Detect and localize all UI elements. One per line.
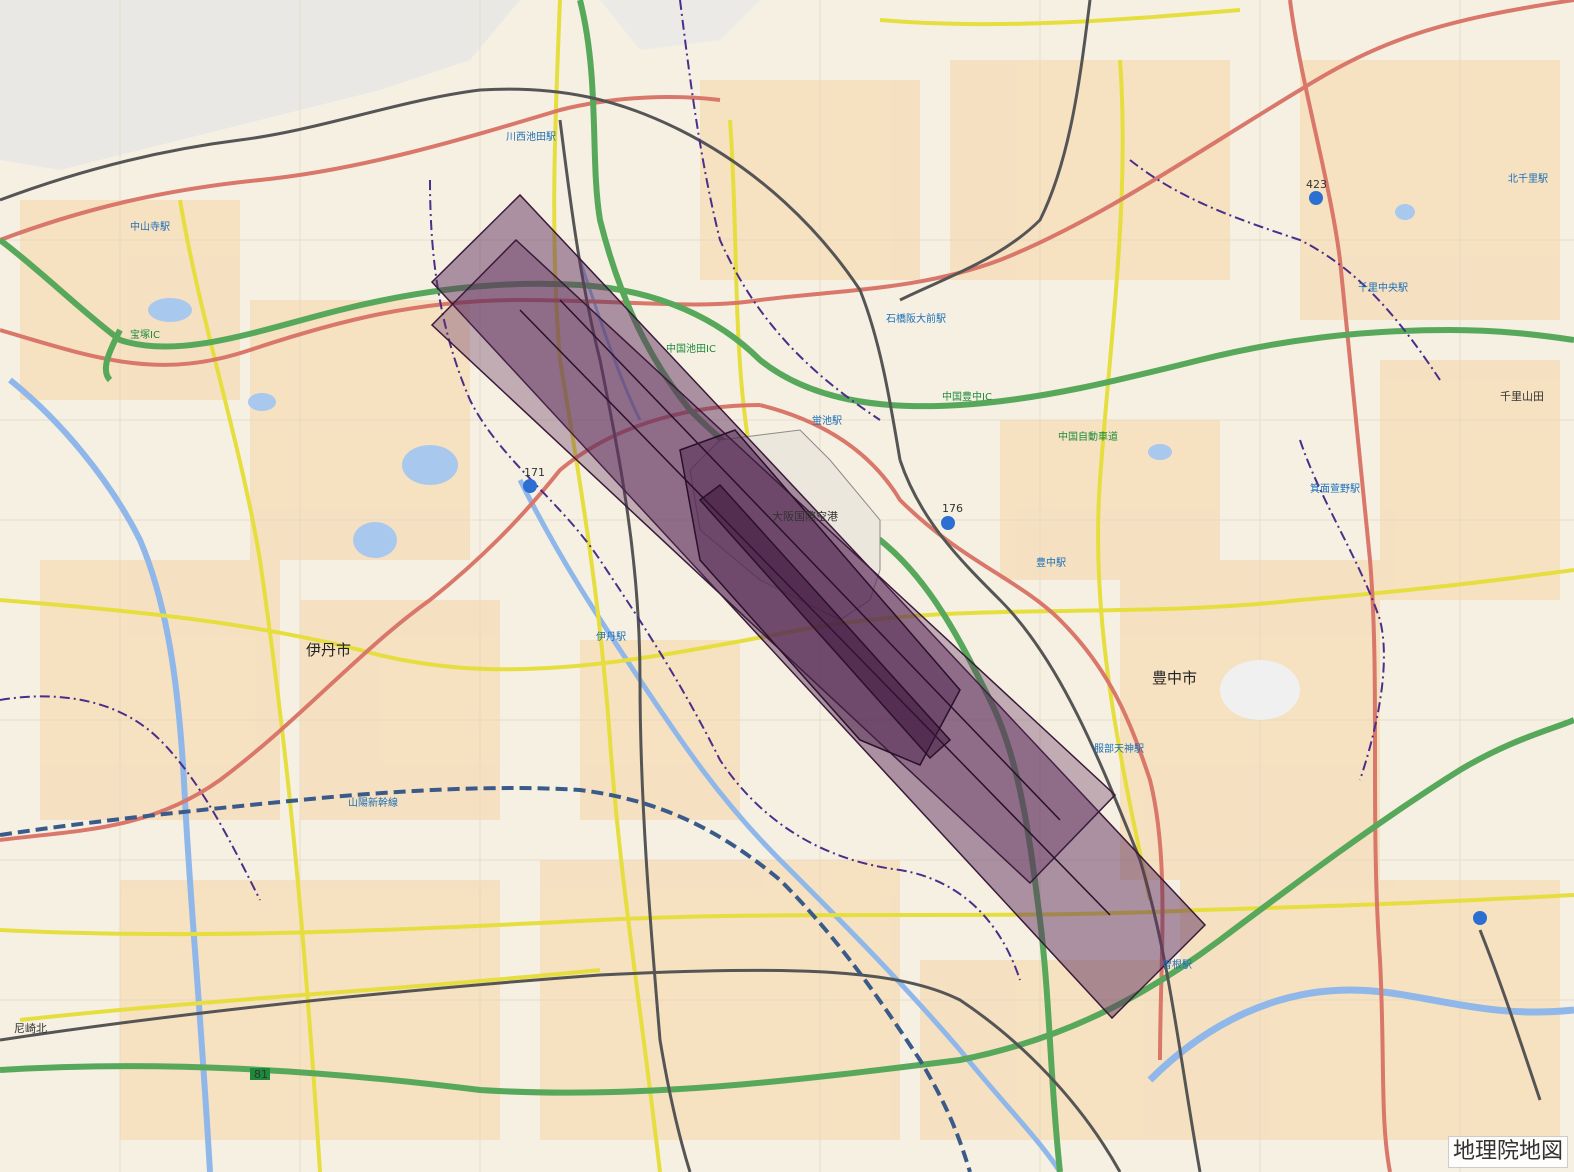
label-osaka-airport: 大阪国際空港: [772, 509, 838, 523]
label-sone-station: 曽根駅: [1162, 958, 1192, 971]
label-senri-yamada: 千里山田: [1500, 390, 1544, 403]
label-route-423: 423: [1306, 178, 1327, 191]
label-amagasaki-kita: 尼崎北: [14, 1021, 47, 1035]
ponds: [148, 204, 1415, 720]
label-ishibashi-handai-station: 石橋阪大前駅: [886, 312, 946, 325]
runway-strip: [698, 483, 952, 760]
label-route-81: 81: [254, 1068, 268, 1081]
label-route-176: 176: [942, 502, 963, 515]
railways: [0, 0, 1542, 1172]
mountain-area-right: [600, 0, 760, 50]
mountain-area: [0, 0, 520, 170]
label-toyonaka: 豊中市: [1152, 669, 1197, 687]
label-minoh-station: 箕面萱野駅: [1310, 482, 1360, 495]
label-chugoku-toyonaka-ic: 中国豊中IC: [942, 390, 992, 403]
label-nakayamadera-station: 中山寺駅: [130, 220, 170, 233]
label-takarazuka-ic: 宝塚IC: [130, 328, 160, 341]
label-hotarugaike-station: 蛍池駅: [812, 414, 842, 427]
route-shields: [250, 191, 1487, 1080]
map-labels: 伊丹市 豊中市 中国豊中IC 中国池田IC 中国自動車道 中山寺駅 千里中央駅 …: [14, 130, 1548, 1081]
label-chugoku-ikeda-ic: 中国池田IC: [666, 342, 716, 355]
runway-overlay: [430, 193, 1207, 1020]
label-route-171: 171: [524, 466, 545, 479]
label-chugoku-expressway: 中国自動車道: [1058, 430, 1118, 443]
label-itami-station: 伊丹駅: [596, 631, 626, 643]
map-attribution[interactable]: 地理院地図: [1447, 1136, 1568, 1168]
admin-boundaries: [0, 0, 1441, 981]
label-senri-chuo-station: 千里中央駅: [1358, 281, 1408, 294]
label-kawanishi-ikeda-station: 川西池田駅: [506, 130, 556, 143]
shinkansen-line: [0, 786, 972, 1172]
label-toyonaka-station: 豊中駅: [1036, 556, 1066, 569]
label-sanyo-shinkansen: 山陽新幹線: [348, 796, 398, 809]
label-itami: 伊丹市: [306, 641, 351, 659]
label-kita-senri-station: 北千里駅: [1508, 173, 1548, 185]
runway-centerline-b: [559, 299, 1061, 821]
label-hattori-station: 服部天神駅: [1094, 742, 1144, 755]
